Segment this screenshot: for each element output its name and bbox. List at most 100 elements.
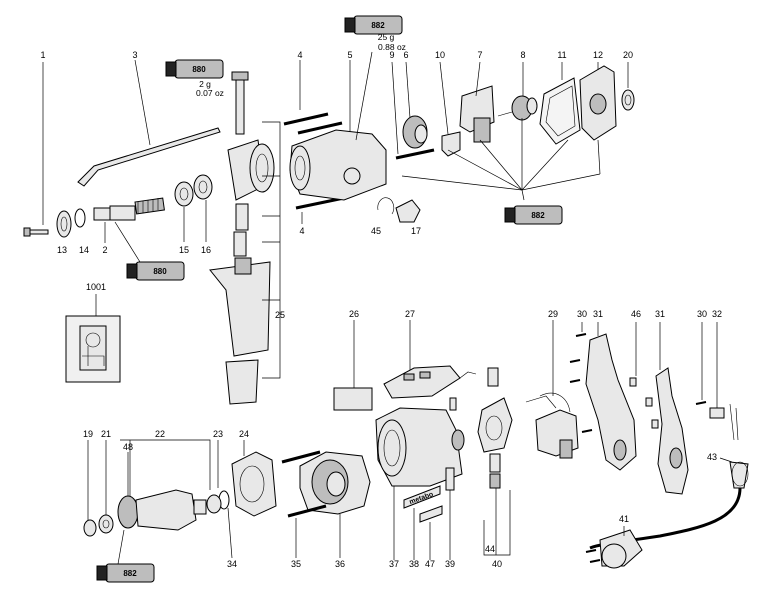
callout-30b: 30 <box>697 309 707 319</box>
grease-tube-882-right: 882 <box>401 118 601 225</box>
callout-21: 21 <box>101 429 111 439</box>
part-29-electronic-module <box>525 320 579 459</box>
part-8-gear-shaft <box>497 62 538 121</box>
part-6-gear <box>402 61 428 149</box>
callout-26: 26 <box>349 309 359 319</box>
callout-38: 38 <box>409 559 419 569</box>
callout-3: 3 <box>132 50 137 60</box>
callout-5: 5 <box>347 50 352 60</box>
part-14-circlip <box>74 208 86 228</box>
part-3-depth-rod <box>77 59 221 187</box>
callout-32: 32 <box>712 309 722 319</box>
part-24-fan-baffle <box>231 440 277 517</box>
callout-17: 17 <box>411 226 421 236</box>
callout-12: 12 <box>593 50 603 60</box>
part-31-handle-half-left <box>585 322 637 471</box>
callout-37: 37 <box>389 559 399 569</box>
callout-35: 35 <box>291 559 301 569</box>
part-1-screw <box>23 62 49 237</box>
part-10-bracket <box>439 61 461 157</box>
part-26-label <box>333 320 373 411</box>
part-47-plate <box>419 505 443 560</box>
part-37-motor-housing <box>375 407 465 560</box>
part-40-switch-module <box>477 367 513 556</box>
note-007oz: 0.07 oz <box>196 88 224 98</box>
part-25-side-handle <box>209 71 281 405</box>
part-13-ring <box>56 210 72 238</box>
callout-10: 10 <box>435 50 445 60</box>
callout-31b: 31 <box>655 309 665 319</box>
callout-23: 23 <box>213 429 223 439</box>
callout-8: 8 <box>520 50 525 60</box>
part-46-pins <box>629 322 659 429</box>
note-25g: 25 g <box>378 32 395 42</box>
grease-tube-880-top: 880 <box>165 59 224 79</box>
part-31-handle-half-right <box>655 322 689 495</box>
svg-text:880: 880 <box>192 65 206 74</box>
part-38-brand-plate: metabo <box>403 485 441 560</box>
part-2-spindle <box>93 197 165 243</box>
note-2g: 2 g <box>199 79 211 89</box>
callout-14: 14 <box>79 245 89 255</box>
part-19-bearing <box>83 440 97 537</box>
part-35-screws <box>281 450 327 558</box>
part-1001-detail-inset <box>65 294 121 383</box>
note-088oz: 0.88 oz <box>378 42 406 52</box>
grease-tube-880-bottom: 880 <box>114 221 185 281</box>
part-15-bearing <box>174 181 194 242</box>
callout-40: 40 <box>492 559 502 569</box>
callout-46: 46 <box>631 309 641 319</box>
callout-44: 44 <box>485 544 495 554</box>
part-11-gasket <box>539 62 581 145</box>
callout-1001: 1001 <box>86 282 106 292</box>
callout-45: 45 <box>371 226 381 236</box>
callout-15: 15 <box>179 245 189 255</box>
callout-9: 9 <box>389 50 394 60</box>
callout-36: 36 <box>335 559 345 569</box>
callout-25: 25 <box>275 310 285 320</box>
part-4-screw-upper <box>283 60 343 135</box>
callout-19: 19 <box>83 429 93 439</box>
callout-29: 29 <box>548 309 558 319</box>
callout-34: 34 <box>227 559 237 569</box>
callout-13: 13 <box>57 245 67 255</box>
grease-tube-882-bottom: 882 <box>96 529 155 583</box>
part-22-armature <box>117 439 222 531</box>
callout-4b: 4 <box>299 226 304 236</box>
callout-22: 22 <box>155 429 165 439</box>
svg-text:882: 882 <box>531 211 545 220</box>
part-16-bearing <box>193 174 213 242</box>
callout-39: 39 <box>445 559 455 569</box>
part-43-41-cable-plug <box>585 403 749 569</box>
part-20-nut <box>621 62 635 111</box>
callout-1: 1 <box>40 50 45 60</box>
svg-text:880: 880 <box>153 267 167 276</box>
callout-43: 43 <box>707 452 717 462</box>
svg-text:882: 882 <box>123 569 137 578</box>
part-30-screw-right <box>695 322 707 405</box>
part-7-switch <box>459 61 495 143</box>
part-39-clip <box>445 467 455 560</box>
callout-31a: 31 <box>593 309 603 319</box>
part-45-circlip <box>377 197 395 215</box>
grease-tube-882-top: 882 <box>344 15 403 35</box>
part-30-screws-left <box>569 322 593 433</box>
callout-41: 41 <box>619 514 629 524</box>
callout-30a: 30 <box>577 309 587 319</box>
part-21-bearing <box>98 440 114 534</box>
part-9-pin <box>391 61 435 160</box>
callout-48: 48 <box>123 442 133 452</box>
callout-6: 6 <box>403 50 408 60</box>
callout-16: 16 <box>201 245 211 255</box>
part-4-screw-lower <box>295 196 345 224</box>
callout-27: 27 <box>405 309 415 319</box>
callout-2: 2 <box>102 245 107 255</box>
part-23-ring <box>217 440 233 559</box>
callout-24: 24 <box>239 429 249 439</box>
callout-7: 7 <box>477 50 482 60</box>
part-small-insert <box>449 397 457 411</box>
callout-11: 11 <box>557 50 566 60</box>
part-17-switch-knob <box>395 199 421 223</box>
part-5-gear-housing <box>289 60 387 201</box>
